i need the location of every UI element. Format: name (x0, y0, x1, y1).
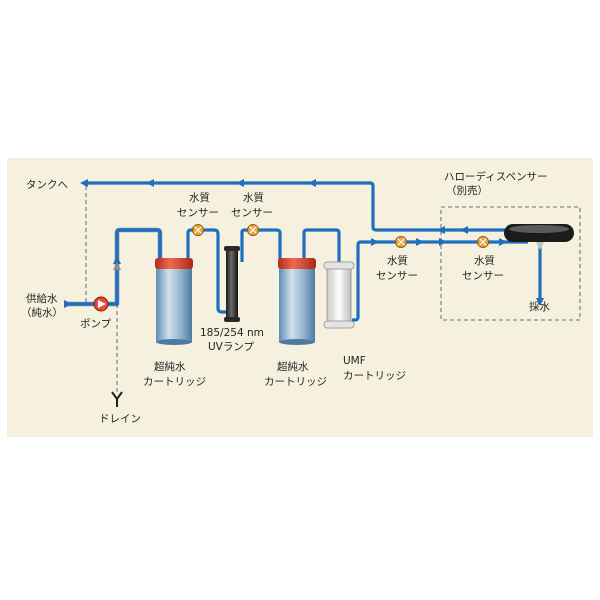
uv-label: 185/254 nm (200, 327, 264, 339)
sensor3-label: 水質 (387, 254, 408, 267)
drain-arrow (113, 262, 121, 270)
tank-label: タンクへ (26, 179, 68, 191)
uv-sub-label: UVランプ (208, 341, 255, 353)
pump-icon (93, 296, 109, 312)
drain-label: ドレイン (99, 413, 141, 425)
cartridge-icon (278, 258, 316, 345)
dispenser-dashed-box (440, 206, 581, 321)
sensor-valve-icon (247, 224, 259, 236)
sensor4-sub-label: センサー (462, 270, 504, 282)
umf-sub-label: カートリッジ (343, 370, 406, 382)
supply-sub-label: （純水） (21, 306, 63, 319)
uv-lamp-icon (224, 246, 240, 322)
cartridge2-label: 超純水 (277, 360, 309, 373)
drain-icon (111, 391, 123, 407)
sensor3-sub-label: センサー (376, 270, 418, 282)
flow-arrows (64, 179, 544, 308)
dispenser-sub-label: （別売） (446, 184, 488, 197)
sensor-valve-icon (192, 224, 204, 236)
sensor-valve-icon (395, 236, 407, 248)
cartridge1-label: 超純水 (154, 360, 186, 373)
sensor4-label: 水質 (474, 254, 495, 267)
dispenser-icon (504, 224, 574, 250)
sensor1-sub-label: センサー (177, 207, 219, 219)
umf-cartridge-icon (323, 261, 355, 329)
supply-label: 供給水 (26, 292, 58, 305)
dispenser-label: ハローディスペンサー (444, 170, 548, 183)
pump-label: ポンプ (80, 318, 112, 330)
sensor2-label: 水質 (243, 191, 264, 204)
sensor2-sub-label: センサー (231, 207, 273, 219)
sensor-valve-icon (477, 236, 489, 248)
sampling-label: 採水 (529, 300, 550, 313)
umf-label: UMF (343, 355, 366, 367)
cartridge2-sub-label: カートリッジ (264, 376, 327, 388)
sensor1-label: 水質 (189, 191, 210, 204)
cartridge1-sub-label: カートリッジ (143, 376, 206, 388)
cartridge-icon (155, 258, 193, 345)
